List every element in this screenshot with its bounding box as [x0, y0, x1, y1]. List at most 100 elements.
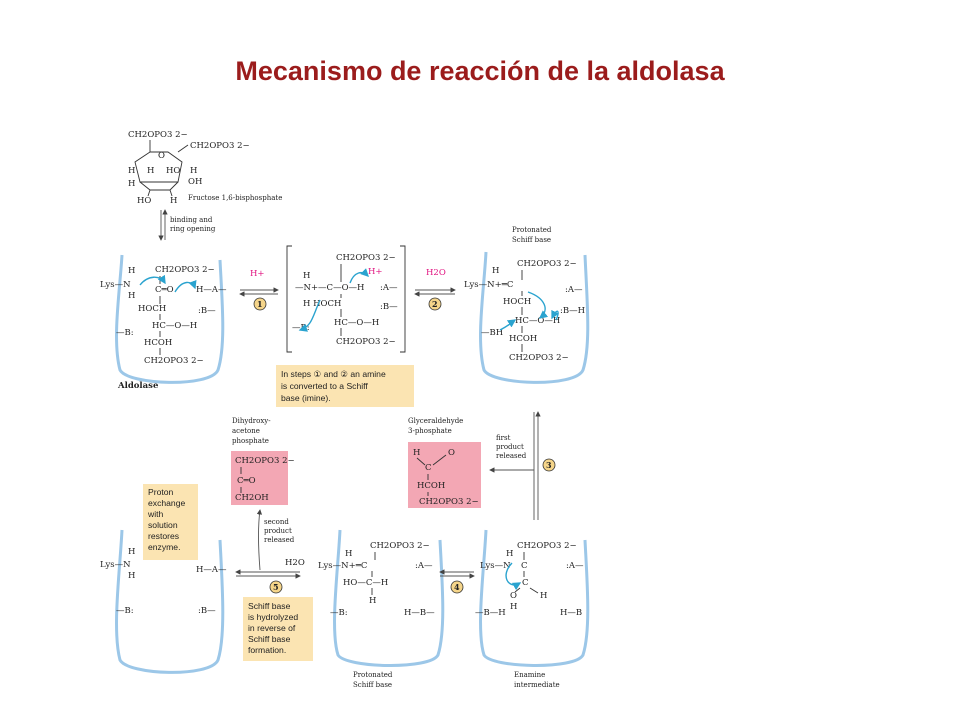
step3-line2: product — [496, 443, 524, 451]
panel1-ch2opo3: CH2OPO3 2− — [155, 265, 215, 275]
panel1-hoch: HOCH — [138, 304, 166, 314]
step3-number: 3 — [546, 460, 552, 470]
panel6-a-right: :A— — [415, 561, 433, 571]
noteproton-line6: enzyme. — [148, 542, 180, 552]
note-hydrolysis: Schiff base is hydrolyzed in reverse of … — [243, 597, 313, 661]
int-ch2opo3-bottom: CH2OPO3 2− — [336, 337, 396, 347]
fructose-bisphosphate-structure: CH2OPO3 2− O CH2OPO3 2− H H HO H OH H HO… — [128, 130, 282, 206]
substrate-h-right: H — [190, 166, 197, 176]
panel1-ch2opo3-bottom: CH2OPO3 2− — [144, 356, 204, 366]
g3p-o: O — [448, 448, 455, 458]
panel7-c: C — [521, 561, 528, 571]
step2-number: 2 — [432, 299, 438, 309]
g3p-ch2opo3: CH2OPO3 2− — [419, 497, 479, 507]
panel5-b-right: :B— — [198, 606, 216, 616]
note-proton-exchange: Proton exchange with solution restores e… — [143, 484, 198, 560]
int-ch2opo3: CH2OPO3 2− — [336, 253, 396, 263]
step5-number: 5 — [273, 582, 279, 592]
notehyd-line2: is hydrolyzed — [248, 612, 298, 622]
panel1-hcoh: HCOH — [144, 338, 172, 348]
panel6-h-b: H—B— — [404, 608, 435, 618]
substrate-ch2opo3-top: CH2OPO3 2− — [128, 130, 188, 140]
step2-arrow: H2O 2 — [414, 268, 456, 311]
panel3-lys: Lys—N+═C — [464, 280, 513, 290]
step5-line1: second — [264, 518, 289, 526]
substrate-h-bottom: H — [170, 196, 177, 206]
note12-line2: is converted to a Schiff — [281, 381, 368, 391]
ring-opening-label-1: binding and — [170, 216, 213, 224]
step5-line2: product — [264, 527, 292, 535]
step3-line1: first — [496, 434, 511, 442]
panel7-b-h: —B—H — [475, 608, 506, 618]
panel-enamine-intermediate: CH2OPO3 2− H Lys—N C :A— C O H H —B—H H—… — [475, 529, 590, 689]
dhap-label-3: phosphate — [232, 437, 269, 445]
panel-aldolase-substrate: H Lys—N H CH2OPO3 2− C═O HOCH HC—O—H HCO… — [100, 254, 227, 391]
panel7-label-1: Enamine — [514, 671, 545, 679]
panel3-label-2: Schiff base — [512, 236, 551, 244]
int-h: H — [303, 271, 310, 281]
slide-title: Mecanismo de reacción de la aldolasa — [235, 56, 725, 86]
panel6-h-top: H — [345, 549, 352, 559]
panel3-bh: —BH — [481, 328, 503, 338]
substrate-ho-bottom: HO — [137, 196, 151, 206]
g3p-c: C — [425, 463, 432, 473]
step4-number: 4 — [454, 582, 460, 592]
g3p-product: Glyceraldehyde 3-phosphate H O C HCOH CH… — [408, 417, 481, 508]
substrate-ch2opo3-right: CH2OPO3 2− — [190, 141, 250, 151]
int-h-hoch: H HOCH — [303, 299, 341, 309]
panel6-ho-c-h: HO—C—H — [343, 578, 388, 588]
ring-opening-label-2: ring opening — [170, 225, 216, 233]
panel1-c-eq-o: C═O — [155, 285, 174, 295]
panel7-h-b: H—B — [560, 608, 582, 618]
panel6-lys: Lys—N+═C — [318, 561, 367, 571]
panel1-b-right: :B— — [198, 306, 216, 316]
noteproton-line4: solution — [148, 520, 178, 530]
panel1-h-bottom: H — [128, 291, 135, 301]
panel3-hc-o-h: HC—O—H — [515, 316, 560, 326]
panel7-c2: C — [522, 578, 529, 588]
step5-reagent: H2O — [285, 558, 305, 568]
dhap-product: Dihydroxy- acetone phosphate CH2OPO3 2− … — [231, 417, 295, 505]
step5-line3: released — [264, 536, 295, 544]
panel1-h-top: H — [128, 266, 135, 276]
dhap-ch2oh: CH2OH — [235, 493, 269, 503]
panel6-label-1: Protonated — [353, 671, 393, 679]
g3p-label-1: Glyceraldehyde — [408, 417, 463, 425]
step5-arrow: second product released H2O 5 — [235, 509, 305, 594]
int-h-plus: H+ — [368, 267, 383, 277]
panel7-o: O — [510, 591, 517, 601]
notehyd-line1: Schiff base — [248, 601, 291, 611]
dhap-c-eq-o: C═O — [237, 476, 256, 486]
panel1-lys: Lys—N — [100, 280, 131, 290]
panel1-label-aldolase: Aldolase — [117, 381, 159, 391]
panel5-h-a: H—A— — [196, 565, 227, 575]
g3p-h: H — [413, 448, 420, 458]
substrate-h-left2: H — [128, 179, 135, 189]
panel3-ch2opo3: CH2OPO3 2− — [517, 259, 577, 269]
int-n-plus: —N+—C—O—H — [295, 283, 364, 293]
panel7-label-2: intermediate — [514, 681, 560, 689]
step3-line3: released — [496, 452, 527, 460]
note12-line1: In steps ① and ② an amine — [281, 369, 386, 379]
panel-protonated-schiff-base: Protonated Schiff base H CH2OPO3 2− Lys—… — [464, 226, 590, 384]
step1-number: 1 — [257, 299, 263, 309]
panel3-hoch: HOCH — [503, 297, 531, 307]
dhap-ch2opo3: CH2OPO3 2− — [235, 456, 295, 466]
panel-protonated-schiff-base-lower: CH2OPO3 2− H Lys—N+═C :A— HO—C—H H —B: H… — [318, 529, 445, 689]
step2-reagent: H2O — [426, 268, 446, 278]
panel6-b-left: —B: — [330, 608, 348, 618]
panel5-h-bottom: H — [128, 571, 135, 581]
panel3-ch2opo3-bottom: CH2OPO3 2− — [509, 353, 569, 363]
panel1-b-left: —B: — [116, 328, 134, 338]
panel6-ch2opo3: CH2OPO3 2− — [370, 541, 430, 551]
panel3-a-right: :A— — [565, 285, 583, 295]
panel7-h-top: H — [506, 549, 513, 559]
substrate-ho-mid: HO — [166, 166, 180, 176]
dhap-label-2: acetone — [232, 427, 260, 435]
panel6-h-bottom: H — [369, 596, 376, 606]
noteproton-line5: restores — [148, 531, 179, 541]
g3p-label-2: 3-phosphate — [408, 427, 452, 435]
panel3-h-top: H — [492, 266, 499, 276]
panel6-label-2: Schiff base — [353, 681, 392, 689]
